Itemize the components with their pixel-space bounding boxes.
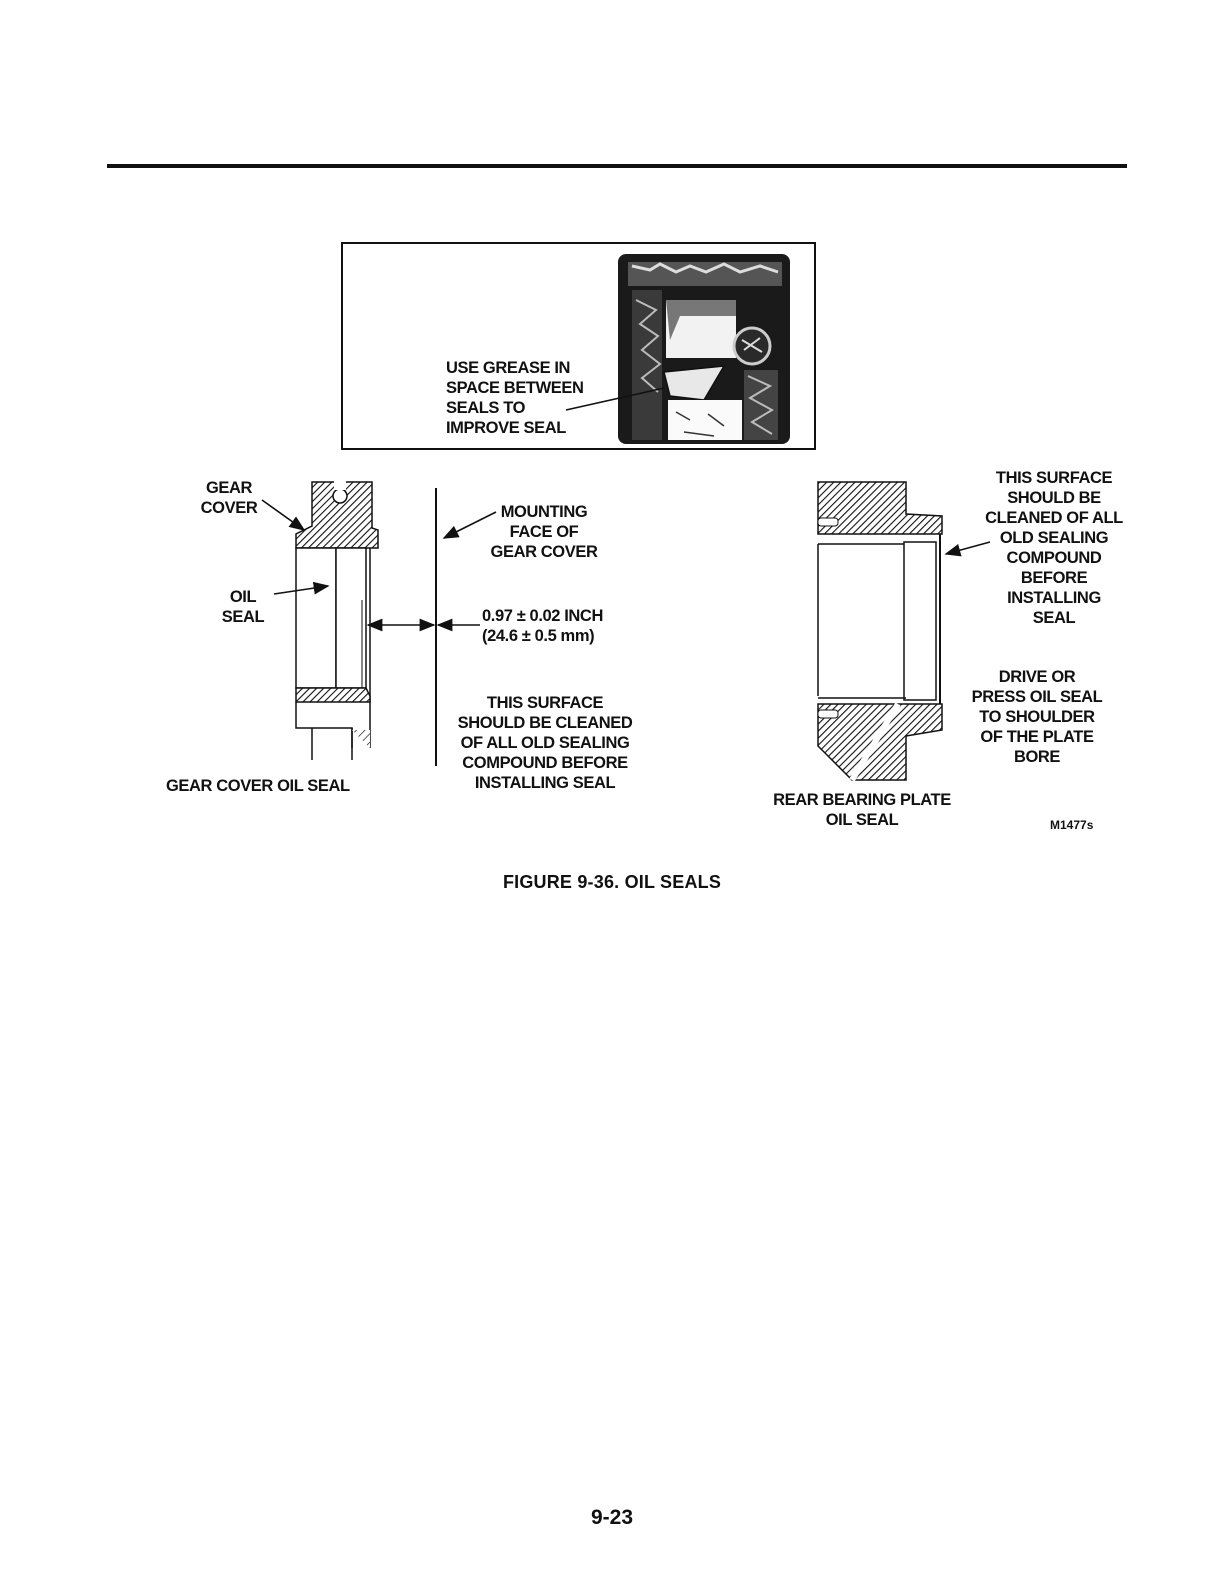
seal-closeup-photo xyxy=(618,254,790,444)
figure-caption: FIGURE 9-36. OIL SEALS xyxy=(502,872,722,892)
rear-bearing-section xyxy=(817,481,943,782)
grease-note: USE GREASE IN SPACE BETWEEN SEALS TO IMP… xyxy=(446,359,584,437)
grease-inset-box xyxy=(341,242,816,450)
dimension-label: 0.97 ± 0.02 INCH (24.6 ± 0.5 mm) xyxy=(482,607,603,645)
grease-leader-line xyxy=(565,387,665,411)
top-rule xyxy=(107,164,1127,168)
gear-cover-cleaning-note: THIS SURFACE SHOULD BE CLEANED OF ALL OL… xyxy=(457,694,633,792)
gear-cover-section xyxy=(295,480,379,760)
gear-cover-arrow xyxy=(261,499,306,531)
rear-surface-arrow xyxy=(944,541,991,557)
gear-cover-label: GEAR COVER xyxy=(200,479,258,517)
page-number: 9-23 xyxy=(590,1506,634,1529)
mounting-face-arrow xyxy=(442,511,497,539)
mounting-face-label: MOUNTING FACE OF GEAR COVER xyxy=(490,503,598,561)
rear-cleaning-note: THIS SURFACE SHOULD BE CLEANED OF ALL OL… xyxy=(985,469,1123,627)
oil-seal-arrow xyxy=(273,581,330,595)
figure-code: M1477s xyxy=(1050,818,1094,832)
drive-press-note: DRIVE OR PRESS OIL SEAL TO SHOULDER OF T… xyxy=(971,668,1103,766)
oil-seal-label: OIL SEAL xyxy=(221,588,265,626)
rear-bearing-title: REAR BEARING PLATE OIL SEAL xyxy=(773,791,951,829)
gear-cover-title: GEAR COVER OIL SEAL xyxy=(166,777,350,795)
